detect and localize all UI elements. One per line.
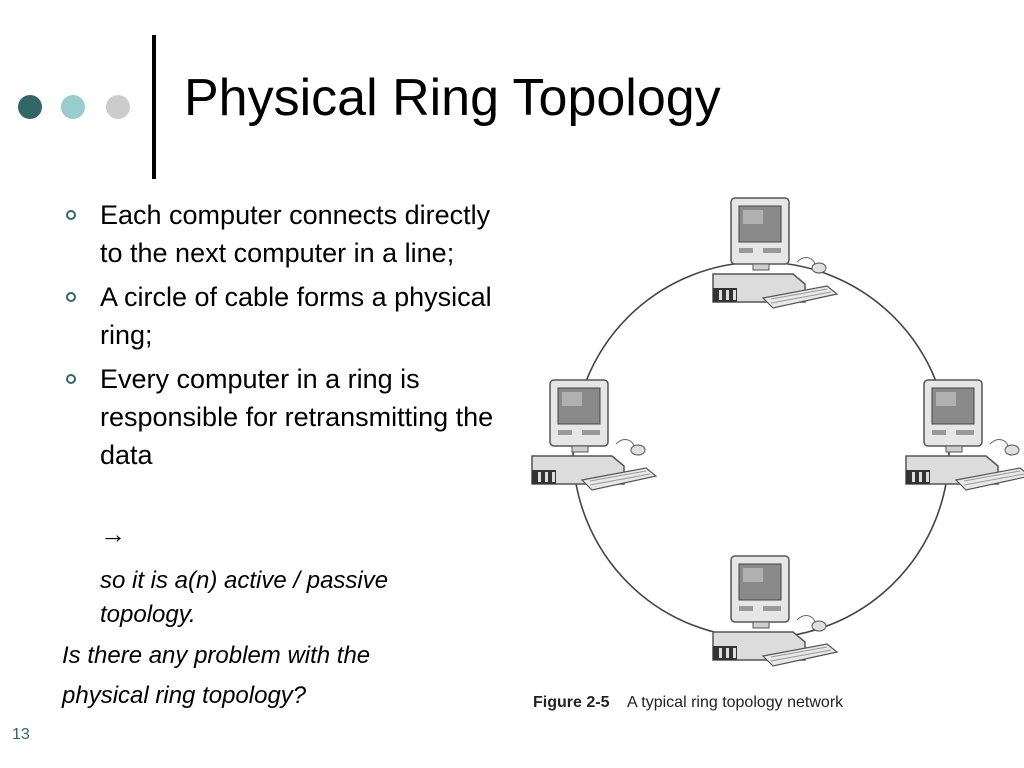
bullet-marker-icon bbox=[66, 292, 76, 302]
bullet-text: A circle of cable forms a physical ring; bbox=[100, 282, 492, 350]
computer-icon bbox=[712, 555, 838, 667]
figure-label: Figure 2-5 bbox=[533, 694, 610, 711]
title-divider bbox=[152, 35, 156, 179]
dot-light bbox=[61, 95, 85, 119]
bullet-text: Every computer in a ring is responsible … bbox=[100, 364, 494, 470]
arrow-icon: → bbox=[100, 519, 126, 549]
computer-icon bbox=[712, 197, 838, 309]
computer-icon bbox=[531, 379, 657, 491]
bullet-text: Each computer connects directly to the n… bbox=[100, 200, 491, 268]
bullet-marker-icon bbox=[66, 374, 76, 384]
dot-dark bbox=[18, 95, 42, 119]
bullet-list: Each computer connects directly to the n… bbox=[62, 196, 512, 480]
computer-icon bbox=[905, 379, 1024, 491]
figure-caption: Figure 2-5 A typical ring topology netwo… bbox=[533, 694, 843, 712]
topology-note: so it is a(n) active / passive topology. bbox=[100, 567, 389, 628]
ring-topology-diagram bbox=[531, 197, 1024, 667]
question-line: Is there any problem with the bbox=[62, 642, 371, 669]
dot-gray bbox=[106, 95, 130, 119]
bullet-marker-icon bbox=[66, 210, 76, 220]
slide-title: Physical Ring Topology bbox=[184, 69, 721, 127]
figure-caption-text: A typical ring topology network bbox=[627, 694, 844, 711]
page-number: 13 bbox=[12, 726, 30, 743]
question-line: physical ring topology? bbox=[62, 682, 307, 709]
question-text: Is there any problem with the physical r… bbox=[62, 636, 492, 716]
bullet-item: Every computer in a ring is responsible … bbox=[62, 360, 512, 474]
bullet-item: A circle of cable forms a physical ring; bbox=[62, 278, 512, 354]
bullet-item: Each computer connects directly to the n… bbox=[62, 196, 512, 272]
